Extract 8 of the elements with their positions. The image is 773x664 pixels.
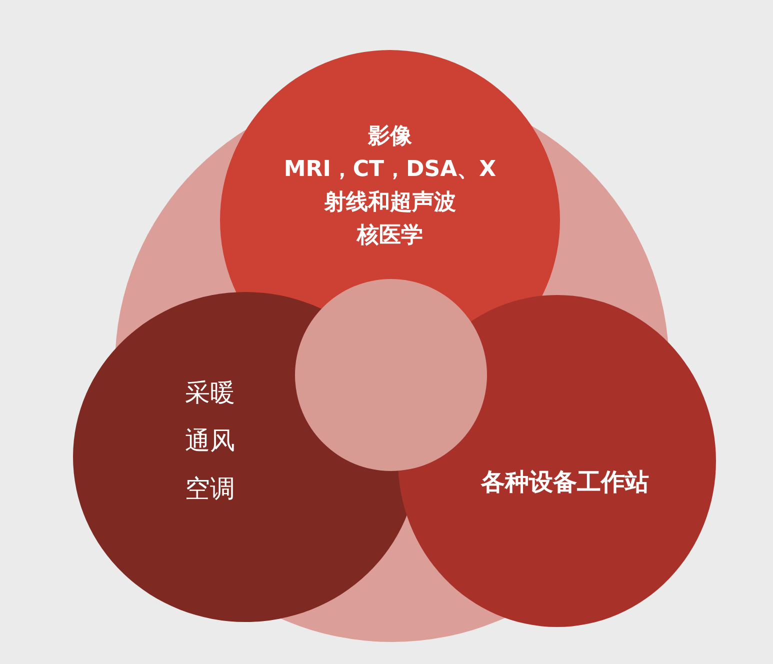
list-text: 空调 (185, 473, 235, 504)
circle-title: 影像 (368, 123, 412, 151)
list-text: 核医学 (357, 222, 423, 250)
right-circle (398, 295, 716, 627)
list-text: 采暖 (185, 377, 235, 408)
circle-title: 各种设备工作站 (481, 467, 649, 497)
list-text: 通风 (185, 425, 235, 456)
list-text: MRI，CT，DSA、X射线和超声波 (282, 156, 498, 217)
